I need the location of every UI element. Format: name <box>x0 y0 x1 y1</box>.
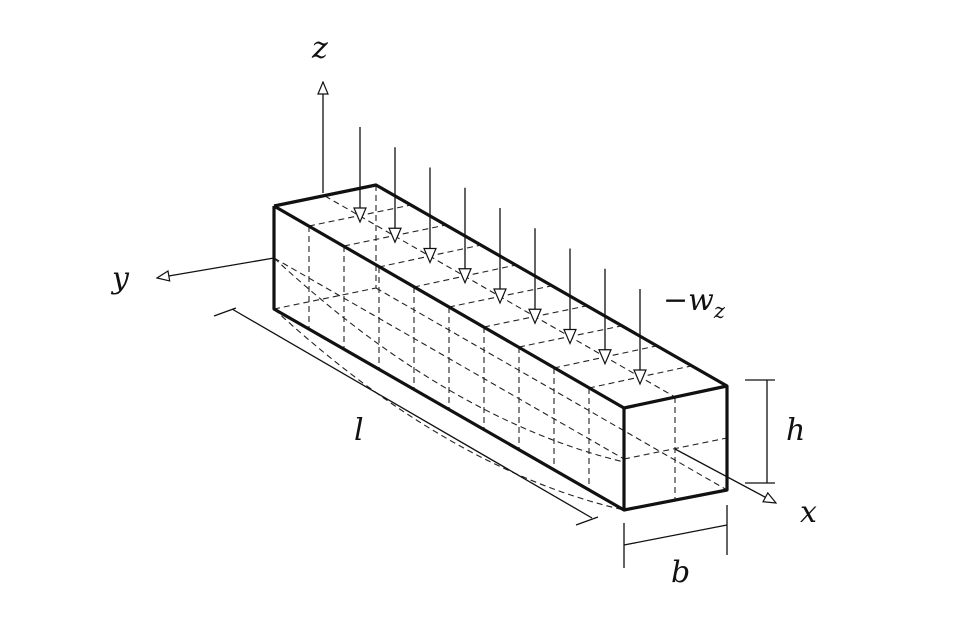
y-axis-label: y <box>110 261 130 296</box>
load-arrow-head <box>423 247 437 265</box>
height-label: h <box>786 413 805 448</box>
distributed-load <box>353 127 647 386</box>
x-axis-label: x <box>800 495 817 530</box>
load-arrow-head <box>388 227 402 244</box>
end-face-mesh <box>623 397 728 500</box>
load-arrow-head <box>563 328 577 346</box>
load-arrow-head <box>353 207 367 224</box>
load-arrow-head <box>598 349 612 366</box>
hidden-edges <box>273 185 728 491</box>
width-dimension <box>623 505 728 568</box>
load-arrow-head <box>458 268 472 285</box>
load-arrow-head <box>528 308 542 325</box>
load-arrow-head <box>493 288 507 305</box>
load-arrow-head <box>633 369 647 386</box>
length-dimension <box>213 307 599 526</box>
width-label: b <box>671 555 690 590</box>
height-dimension <box>745 379 775 484</box>
z-axis-label: z <box>311 31 328 66</box>
y-axis <box>157 257 275 278</box>
front-face-mesh <box>273 226 625 511</box>
x-axis <box>674 448 776 503</box>
load-label: −wz <box>663 283 726 323</box>
load-label-main: −w <box>663 283 714 318</box>
length-label: l <box>354 413 364 448</box>
load-label-subscript: z <box>713 299 726 323</box>
